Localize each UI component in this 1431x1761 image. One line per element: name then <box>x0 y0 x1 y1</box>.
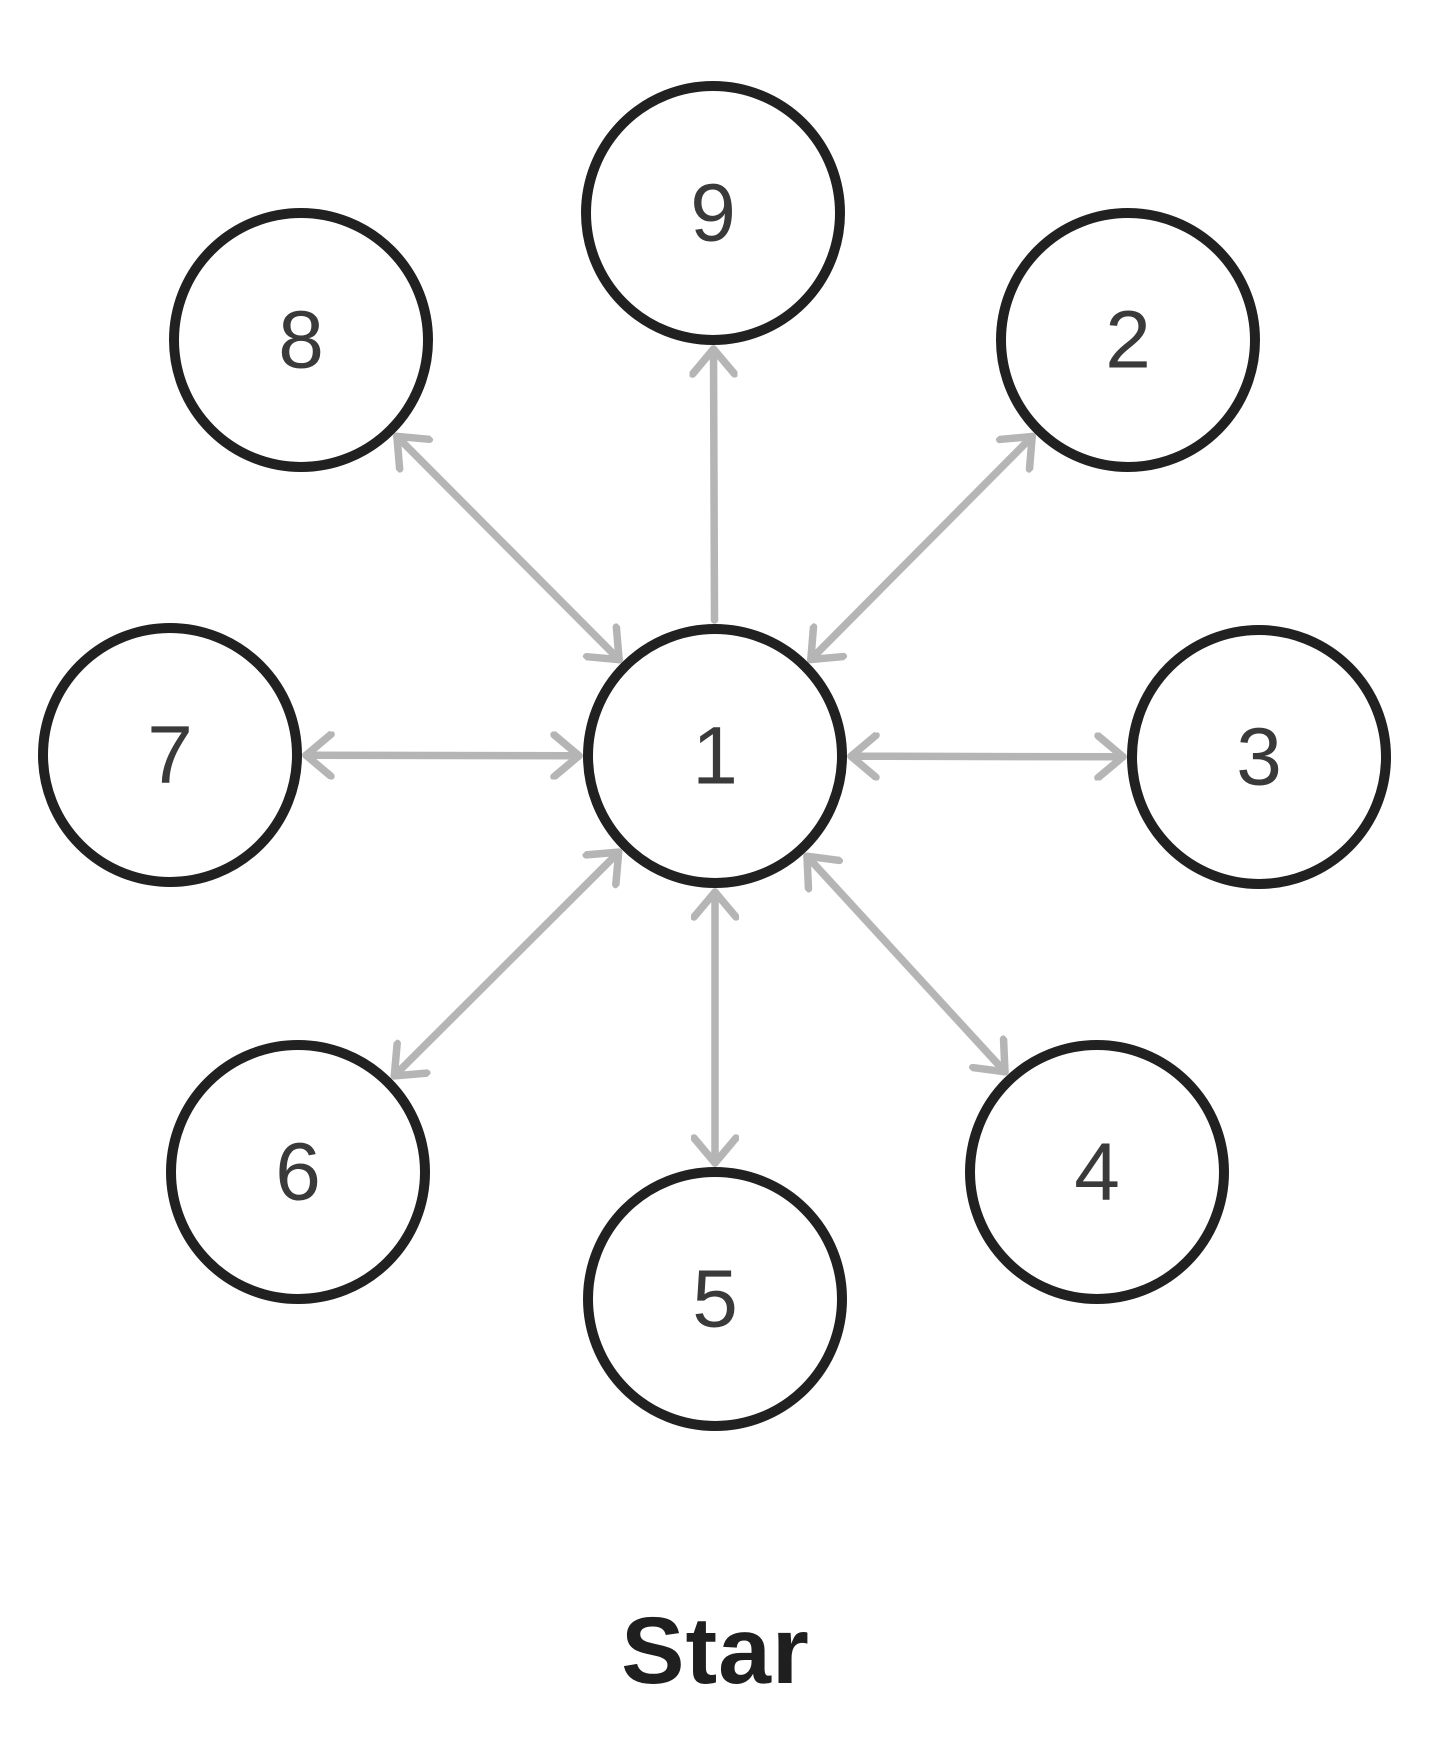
graph-edge-1-4 <box>803 852 1009 1076</box>
graph-edge-1-6 <box>390 848 623 1080</box>
graph-node-3 <box>1127 625 1391 889</box>
graph-node-label-5: 5 <box>692 1254 738 1345</box>
graph-node-label-9: 9 <box>690 168 736 259</box>
graph-edge-1-9 <box>714 345 715 624</box>
graph-node-4 <box>965 1040 1229 1304</box>
graph-edge-1-7 <box>302 755 583 756</box>
graph-node-8 <box>169 208 433 472</box>
graph-node-label-2: 2 <box>1105 295 1151 386</box>
graph-edge-1-3 <box>847 756 1127 757</box>
graph-node-label-7: 7 <box>147 710 193 801</box>
graph-node-5 <box>583 1167 847 1431</box>
graph-node-label-8: 8 <box>278 295 324 386</box>
graph-node-7 <box>38 623 302 887</box>
graph-node-6 <box>166 1040 430 1304</box>
graph-node-2 <box>996 208 1260 472</box>
edges-layer <box>302 345 1127 1167</box>
nodes-layer: 1 2 3 4 5 6 7 8 9 <box>38 81 1391 1431</box>
graph-node-1 <box>583 624 847 888</box>
graph-edge-1-8 <box>393 432 623 664</box>
diagram-title: Star <box>621 1598 810 1704</box>
graph-edge-1-2 <box>807 432 1036 664</box>
graph-node-9 <box>581 81 845 345</box>
graph-node-label-6: 6 <box>275 1127 321 1218</box>
graph-node-label-3: 3 <box>1236 712 1282 803</box>
graph-node-label-4: 4 <box>1074 1127 1120 1218</box>
graph-node-label-1: 1 <box>692 711 738 802</box>
